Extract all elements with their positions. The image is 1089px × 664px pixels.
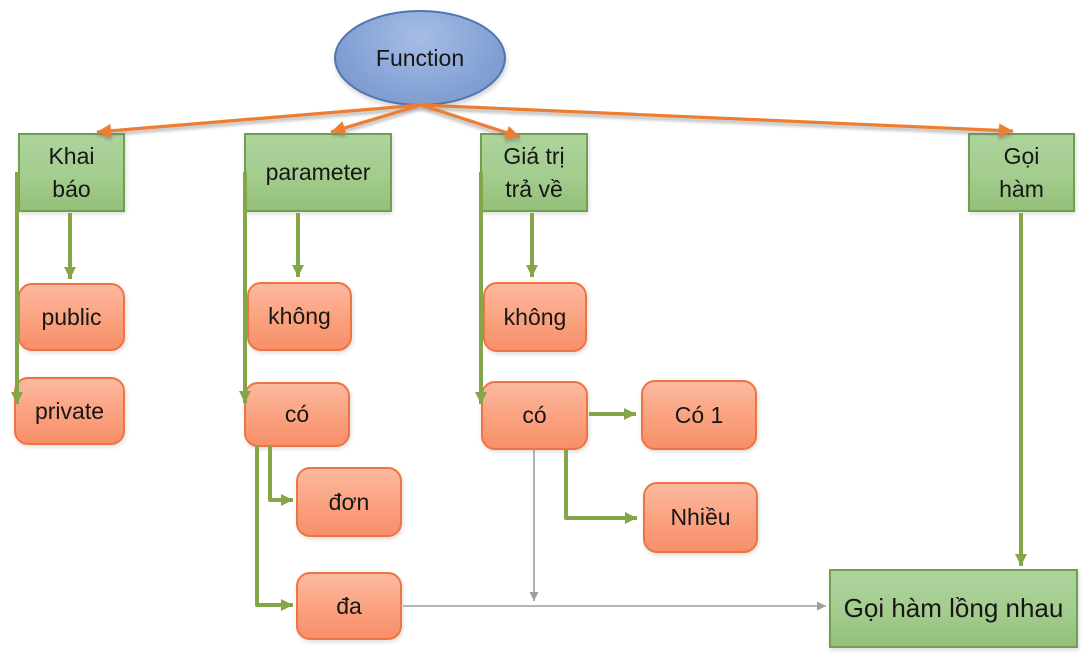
edge-function-parameter	[330, 103, 422, 135]
node-don: đơn	[296, 467, 402, 537]
node-gia-tri-tra-ve: Giá trị trả về	[480, 133, 588, 212]
edge-co-nhieu	[564, 449, 637, 524]
node-khong-parameter: không	[247, 282, 352, 351]
node-gia-tri-tra-ve-label: Giá trị trả về	[503, 143, 565, 202]
node-private-label: private	[34, 397, 105, 424]
node-function-label: Function	[375, 44, 465, 71]
edge-function-khai-bao	[96, 103, 422, 138]
node-nhieu-label: Nhiều	[670, 504, 731, 531]
node-khai-bao: Khai báo	[18, 133, 125, 212]
node-co-parameter: có	[244, 382, 350, 447]
node-goi-ham-long-nhau-label: Gọi hàm lồng nhau	[843, 593, 1064, 624]
node-public: public	[18, 283, 125, 351]
node-khai-bao-label: Khai báo	[48, 143, 95, 202]
node-goi-ham: Gọi hàm	[968, 133, 1075, 212]
node-function: Function	[334, 10, 506, 106]
node-da-label: đa	[336, 592, 362, 619]
node-co-1-label: Có 1	[674, 401, 724, 428]
node-public-label: public	[41, 303, 102, 330]
node-private: private	[14, 377, 125, 445]
node-co-1: Có 1	[641, 380, 757, 450]
node-nhieu: Nhiều	[643, 482, 758, 553]
node-da: đa	[296, 572, 402, 640]
node-parameter-label: parameter	[265, 159, 371, 186]
edge-co-da	[255, 446, 293, 611]
edge-function-goi-ham	[420, 103, 1014, 138]
edge-co-don	[268, 446, 293, 506]
node-khong-parameter-label: không	[268, 303, 331, 330]
node-co-return-label: có	[522, 402, 547, 429]
node-khong-return-label: không	[503, 303, 567, 330]
node-don-label: đơn	[328, 488, 370, 515]
node-goi-ham-label: Gọi hàm	[999, 143, 1044, 202]
node-khong-return: không	[483, 282, 587, 352]
node-co-return: có	[481, 381, 588, 450]
node-parameter: parameter	[244, 133, 392, 212]
node-co-parameter-label: có	[284, 401, 310, 428]
node-goi-ham-long-nhau: Gọi hàm lồng nhau	[829, 569, 1078, 648]
